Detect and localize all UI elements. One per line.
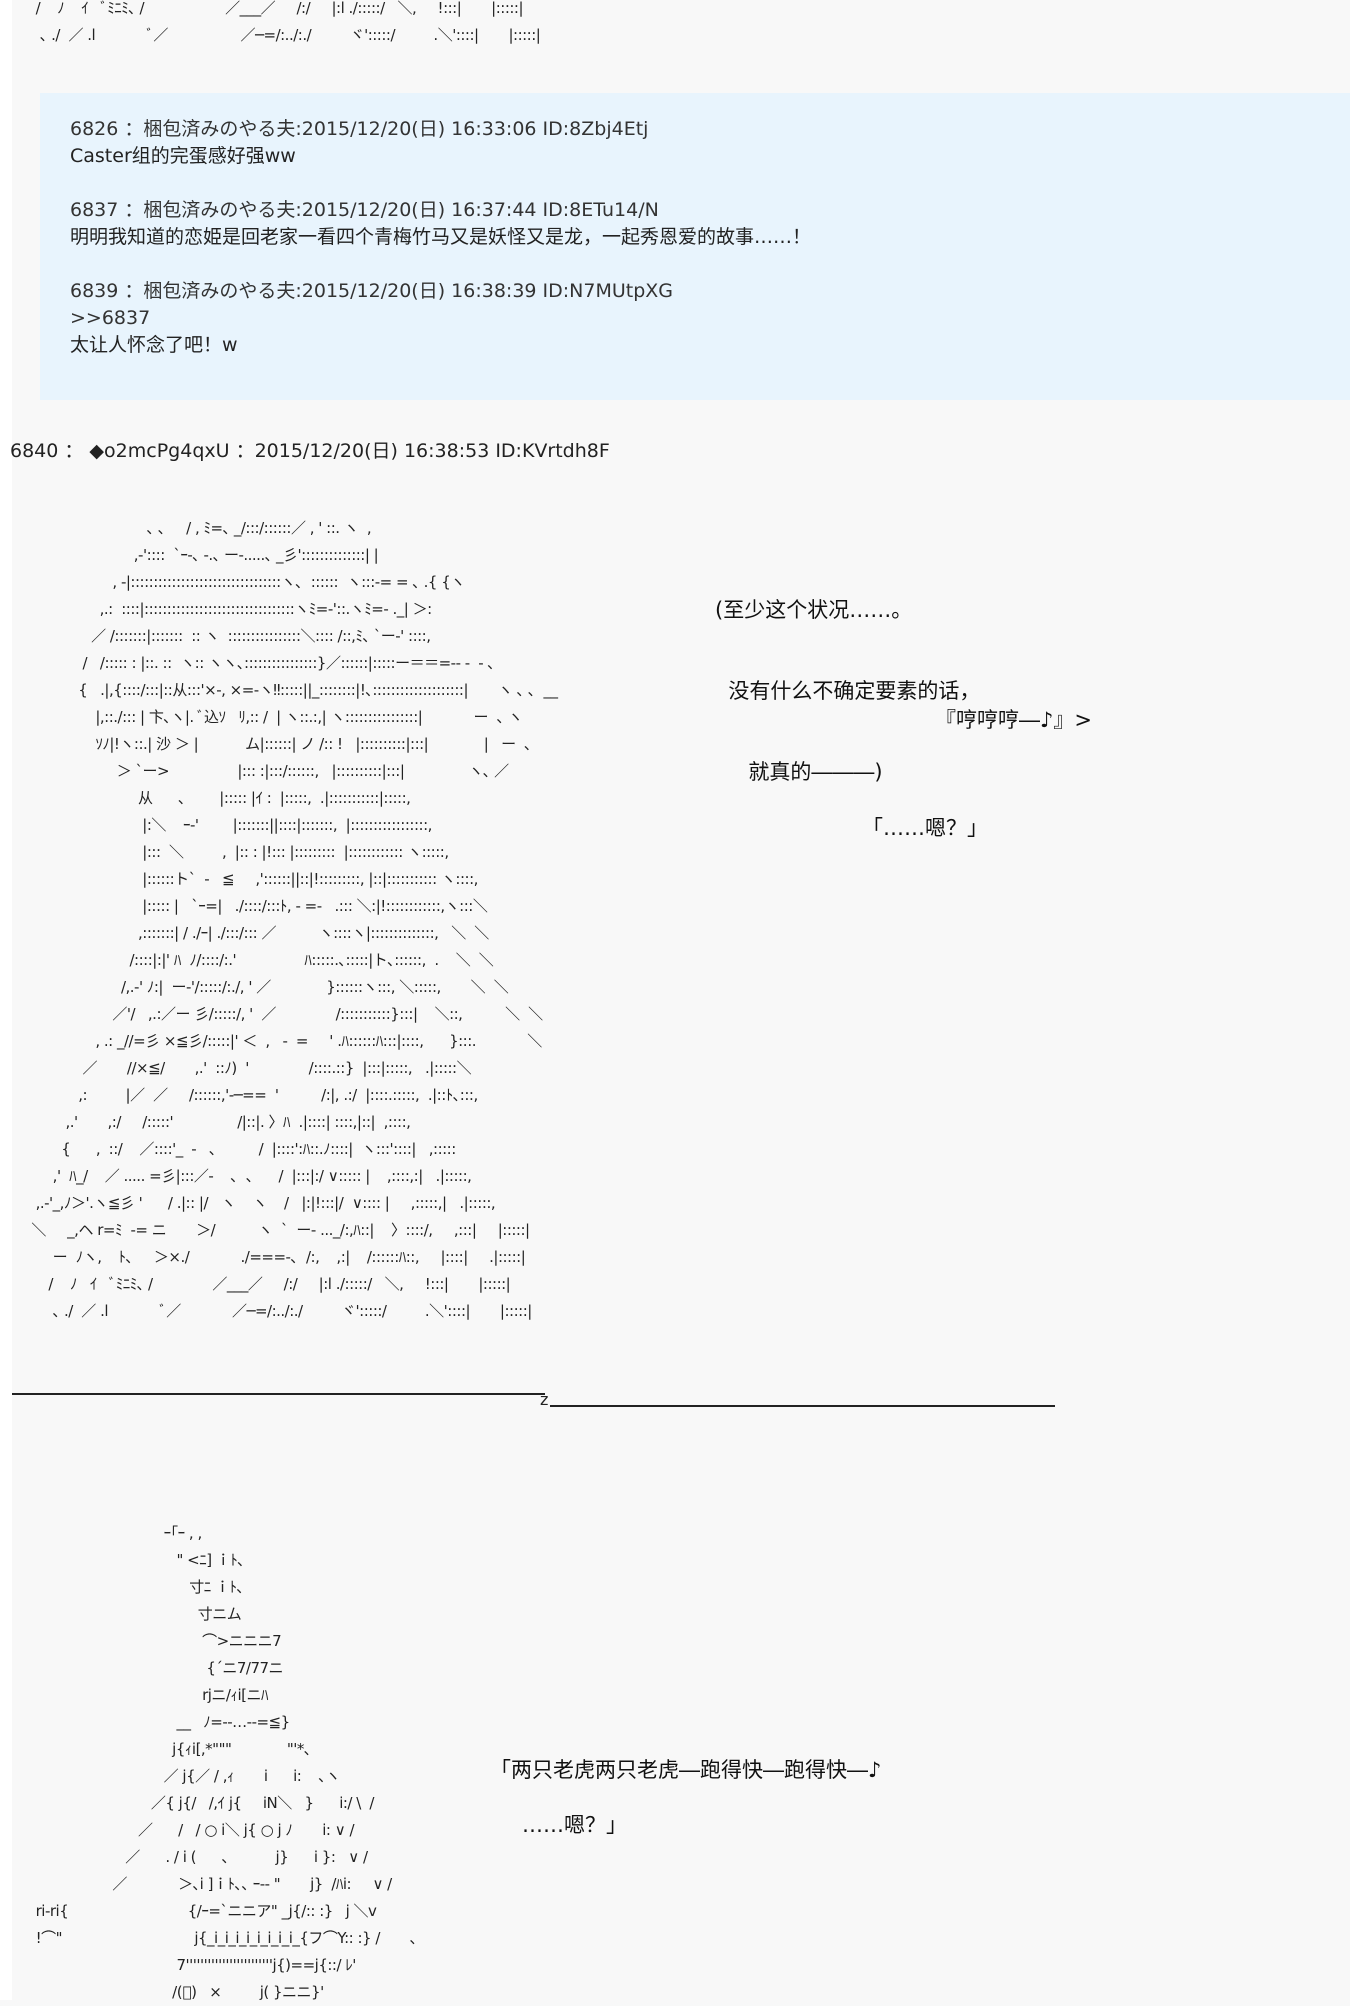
art-line: ／ j{／ / ,ｨ i i: ､ヽ: [10, 1767, 341, 1785]
art-line: ⌒>ニニニ7: [10, 1632, 282, 1650]
art-line: ／ /:::::::|::::::: :: ヽ ::::::::::::::::…: [10, 627, 431, 645]
art-line: ,:::::::| / ./ｰ| ./:::/::: ／ ヽ::::ヽ|::::…: [10, 924, 489, 942]
art-line: /(ﾞ) × j( }ニニ}': [10, 1983, 324, 2001]
art-line: ,: |／ ／ /::::::,'-─== ' /:|, .:/ |::::.:…: [10, 1086, 478, 1104]
art-line: , ‐|:::::::::::::::::::::::::::::::::ヽ､ …: [10, 573, 465, 591]
art-line: __ ﾉ=-‐…‐-=≦}: [10, 1713, 290, 1731]
art-line: 7''''''''''''''''''''''''j{)==j{::/ ﾚ': [10, 1956, 356, 1974]
huh-text-second: ……嗯？」: [522, 1813, 627, 1837]
art-line: " <ﾆ] ｉﾄ､: [10, 1551, 245, 1569]
huh-text: 「……嗯？」: [862, 816, 988, 840]
separator-mark: z: [540, 1390, 549, 1409]
art-line: ／'/ ,.:／ー 彡/:::::/, ' ／ /:::::::::::}:::…: [10, 1005, 543, 1023]
separator-line-left: [12, 1393, 545, 1395]
art-line: 从 ､ |::::: |ｲ : |:::::, .|:::::::::::|::…: [10, 789, 411, 807]
art-line: 寸ﾆ ｉﾄ､: [10, 1578, 244, 1596]
art-line: |::: ＼ , |:: : |!::: |::::::::: |:::::::…: [10, 843, 449, 861]
reply-anchor-link[interactable]: >>6837: [70, 307, 151, 329]
art-line: ､ ./ ／ .l ﾞ／ ／─=/:../:./ ヾ':::::/ .＼':::…: [10, 26, 541, 44]
art-line: ／ //×≦/ ,.' ::ﾉ) ' /::::.::} |:::|:::::,…: [10, 1059, 472, 1077]
art-line: |:＼ ｰ-' |:::::::||::::|:::::::, |:::::::…: [10, 816, 432, 834]
thought-line: 没有什么不确定要素的话，: [715, 679, 981, 703]
art-line: ,.-'_,ﾉ＞'.ヽ≦彡 ' / .|:: |/ ヽ ヽ / |:|!:::|…: [10, 1194, 496, 1212]
art-line: {´ニ7/77ニ: [10, 1659, 284, 1677]
art-line: ／ . / i ( ､ j} i }: ∨ /: [10, 1848, 368, 1866]
post-header: 6837 ：梱包済みのやる夫:2015/12/20(日) 16:37:44 ID…: [70, 199, 659, 221]
art-line: / /::::: : |::. :: ヽ:: ヽヽ､::::::::::::::…: [10, 654, 495, 672]
art-line: !⌒" j{_i_i_i_i_i_i_i_i_{フ⌒Y:: :} / ､: [10, 1929, 418, 1947]
ascii-art-main: ､ ､ / , ﾐ=､ _/:::/::::::／ , ' ::. ヽ , ,-…: [10, 515, 558, 1325]
art-line: { , ::/ ／::::'_ - ､ / |::::':ﾊ::.ﾉ::::| …: [10, 1140, 456, 1158]
art-line: ー ﾉヽ, ﾄ､ ＞×./ ./===-､ /:, ,:| /::::::ﾊ::…: [10, 1248, 526, 1266]
art-line: ／ ＞､i ]ｉﾄ､､ ｰ-‐ " j} /ﾊi: ∨ /: [10, 1875, 392, 1893]
art-line: ｰ｢ｰ , ,: [10, 1524, 203, 1542]
reply-post-6839: 6839 ：梱包済みのやる夫:2015/12/20(日) 16:38:39 ID…: [70, 278, 673, 359]
art-line: ｿﾉ|!ヽ::.| 沙 ＞ | ム|::::::| ノ /:: ! |:::::…: [10, 735, 532, 753]
art-line: ,' ﾊ_/ ／ ..... =彡|:::／- ､ ､ / |:::|:/ ∨:…: [10, 1167, 472, 1185]
art-line: / ﾉ ｲ ﾞﾐﾆﾐ､ / ／___／ /:/ |:l ./:::::/ ＼, …: [10, 0, 524, 17]
thought-bubble: (至少这个状况……。 没有什么不确定要素的话， 就真的―――): [715, 543, 980, 813]
art-line: /,.-' ﾉ:| ー-'/:::::/:./, ' ／ }::::::ヽ:::…: [10, 978, 509, 996]
art-line: ,.: ::::|:::::::::::::::::::::::::::::::…: [10, 600, 433, 618]
page-left-margin: [0, 0, 12, 2000]
reply-post-6826: 6826 ：梱包済みのやる夫:2015/12/20(日) 16:33:06 ID…: [70, 116, 648, 170]
art-line: ／{ j{/ /,ｲ j{ iN＼ } i:/ \ /: [10, 1794, 375, 1812]
art-line: ／ / / ○ i＼ j{ ○ j ﾉ i: ∨ /: [10, 1821, 355, 1839]
art-line: ri-ri{ {/ｰ=`ニニア" _j{/:: :} j ＼v: [10, 1902, 377, 1920]
art-line: , .: _//=彡 ×≦彡/:::::|' ＜ , ‐ = ' .ﾊ:::::…: [10, 1032, 542, 1050]
song-text: 「两只老虎两只老虎―跑得快―跑得快―♪: [490, 1758, 882, 1782]
quoted-replies-box: [40, 93, 1350, 400]
humming-text: 『哼哼哼―♪』>: [935, 708, 1092, 732]
post-header: 6826 ：梱包済みのやる夫:2015/12/20(日) 16:33:06 ID…: [70, 118, 649, 140]
post-header: 6839 ：梱包済みのやる夫:2015/12/20(日) 16:38:39 ID…: [70, 280, 674, 302]
post-body: 明明我知道的恋姫是回老家一看四个青梅竹马又是妖怪又是龙，一起秀恩爱的故事……！: [70, 226, 812, 248]
art-line: ＼ _,ヘ r=ﾐ -= ニ ＞/ ヽ ` ー- ..._/:,ﾊ::| 〉::…: [10, 1221, 530, 1239]
thought-line: 就真的―――): [715, 760, 883, 784]
art-line: /::::|:|' ﾊ ﾉ/::::/:.' ﾊ:::::.､:::::|ト､:…: [10, 951, 494, 969]
art-line: ＞ `ー> |::: :|:::/::::::, |::::::::::|:::…: [10, 762, 509, 780]
art-line: ,-':::: `ｰ-､ -.､ ー-.....､ _彡':::::::::::…: [10, 546, 379, 564]
art-line: ,.' ,:/ /:::::' /|::|. 〉ﾊ .|::::| ::::,|…: [10, 1113, 411, 1131]
art-line: 寸ニム: [10, 1605, 242, 1623]
reply-post-6837: 6837 ：梱包済みのやる夫:2015/12/20(日) 16:37:44 ID…: [70, 197, 811, 251]
art-line: ､ ､ / , ﾐ=､ _/:::/::::::／ , ' ::. ヽ ,: [10, 519, 372, 537]
separator-line-right: [550, 1405, 1055, 1407]
art-line: / ﾉ ｲ ﾞﾐﾆﾐ､ / ／___／ /:/ |:l ./:::::/ ＼, …: [10, 1275, 511, 1293]
art-line: |,::./::: | 卞､ヽ|. ﾞ込ｿ ﾘ,:: / | ヽ::.:,| ヽ…: [10, 708, 523, 726]
thought-line: (至少这个状况……。: [715, 598, 913, 622]
art-line: ､ ./ ／ .l ﾞ／ ／─=/:../:./ ヾ':::::/ .＼':::…: [10, 1302, 533, 1320]
post-body: Caster组的完蛋感好强ww: [70, 145, 296, 167]
art-line: rjニ/ｨi[ニﾊ: [10, 1686, 268, 1704]
post-body: 太让人怀念了吧！w: [70, 334, 238, 356]
art-line: j{ｨi[,*""" "'*､: [10, 1740, 311, 1758]
post-header-6840: 6840 ： ◆o2mcPg4qxU ：2015/12/20(日) 16:38:…: [10, 440, 610, 462]
ascii-art-second: ｰ｢ｰ , , " <ﾆ] ｉﾄ､ 寸ﾆ ｉﾄ､ 寸ニム ⌒: [10, 1520, 418, 2006]
art-line: |::::::ト` ‐ ≦ ,'::::::||::|!:::::::::, |…: [10, 870, 478, 888]
art-line: { .|,{::::/:::|::从:::'×‐, ×=-ヽ‼:::::||_:…: [10, 681, 558, 699]
art-line: |::::: | `ｰ=| ./::::/:::ﾄ, ‐ =- .::: ＼:|…: [10, 897, 488, 915]
ascii-art-fragment-top: / ﾉ ｲ ﾞﾐﾆﾐ､ / ／___／ /:/ |:l ./:::::/ ＼, …: [10, 0, 541, 49]
